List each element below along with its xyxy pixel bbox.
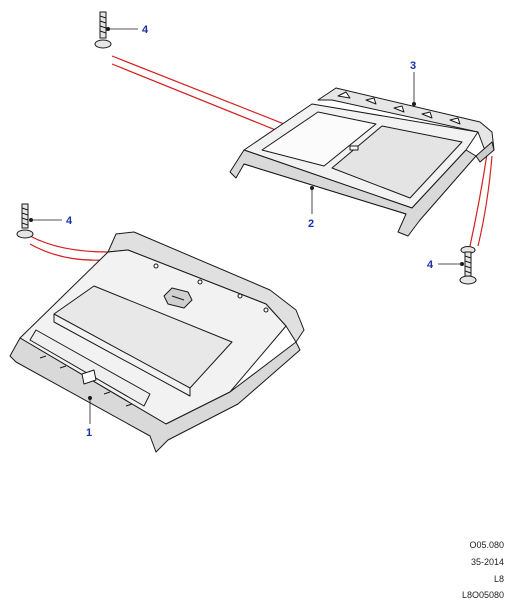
upper-trim-panel	[229, 87, 495, 237]
lower-panel-skirt	[9, 337, 301, 453]
leader-line-left-b	[29, 243, 105, 261]
callout-label-2: 2	[308, 218, 314, 230]
upper-panel-edge-line	[243, 163, 407, 215]
screw-left-thread	[21, 207, 29, 226]
callout-dot-1	[88, 395, 93, 400]
lower-panel-tray	[53, 285, 233, 389]
screw-left-head	[16, 229, 34, 239]
lower-panel-tray-edge	[53, 314, 191, 397]
callout-leaders	[28, 26, 464, 424]
flange-slots	[337, 91, 461, 125]
grab-handle-slot	[171, 295, 185, 301]
screw-top-head	[94, 39, 112, 49]
leader-line-right-b	[477, 155, 493, 247]
reference-code-1: O05.080	[469, 540, 504, 550]
screw-right-head	[459, 275, 477, 285]
screw-left	[16, 203, 34, 239]
callout-label-4-top: 4	[142, 24, 149, 36]
upper-panel-corner	[475, 141, 495, 163]
callout-label-3: 3	[410, 60, 416, 72]
lower-panel-clip	[81, 369, 97, 385]
lower-trim-panel	[9, 231, 305, 453]
callout-label-1: 1	[86, 427, 92, 439]
screw-right	[459, 246, 477, 285]
mounting-holes	[153, 263, 269, 313]
upper-panel-clip-hole	[349, 145, 359, 151]
upper-panel-right-pad	[331, 125, 463, 199]
lower-panel-tabs	[39, 355, 133, 407]
callout-label-4-left: 4	[66, 215, 73, 227]
reference-code-4: L8O05080	[461, 590, 504, 600]
callout-label-4-right: 4	[427, 259, 434, 271]
callout-dot-4-right	[459, 261, 464, 266]
upper-panel-left-pad	[261, 111, 377, 167]
leader-line-left-a	[29, 235, 109, 253]
callout-dot-4-left	[28, 217, 33, 222]
reference-code-2: 35-2014	[470, 557, 504, 567]
leader-line-right-a	[469, 153, 488, 247]
lower-panel-front-strip	[29, 329, 151, 407]
screw-top	[94, 11, 112, 49]
callout-dot-4-top	[106, 26, 111, 31]
callout-dot-2	[309, 185, 314, 190]
reference-code-3: L8	[493, 574, 504, 584]
upper-panel-skirt	[229, 149, 477, 237]
screw-top-thread	[99, 15, 107, 34]
callout-dot-3	[411, 102, 416, 107]
screw-right-thread	[464, 255, 472, 274]
